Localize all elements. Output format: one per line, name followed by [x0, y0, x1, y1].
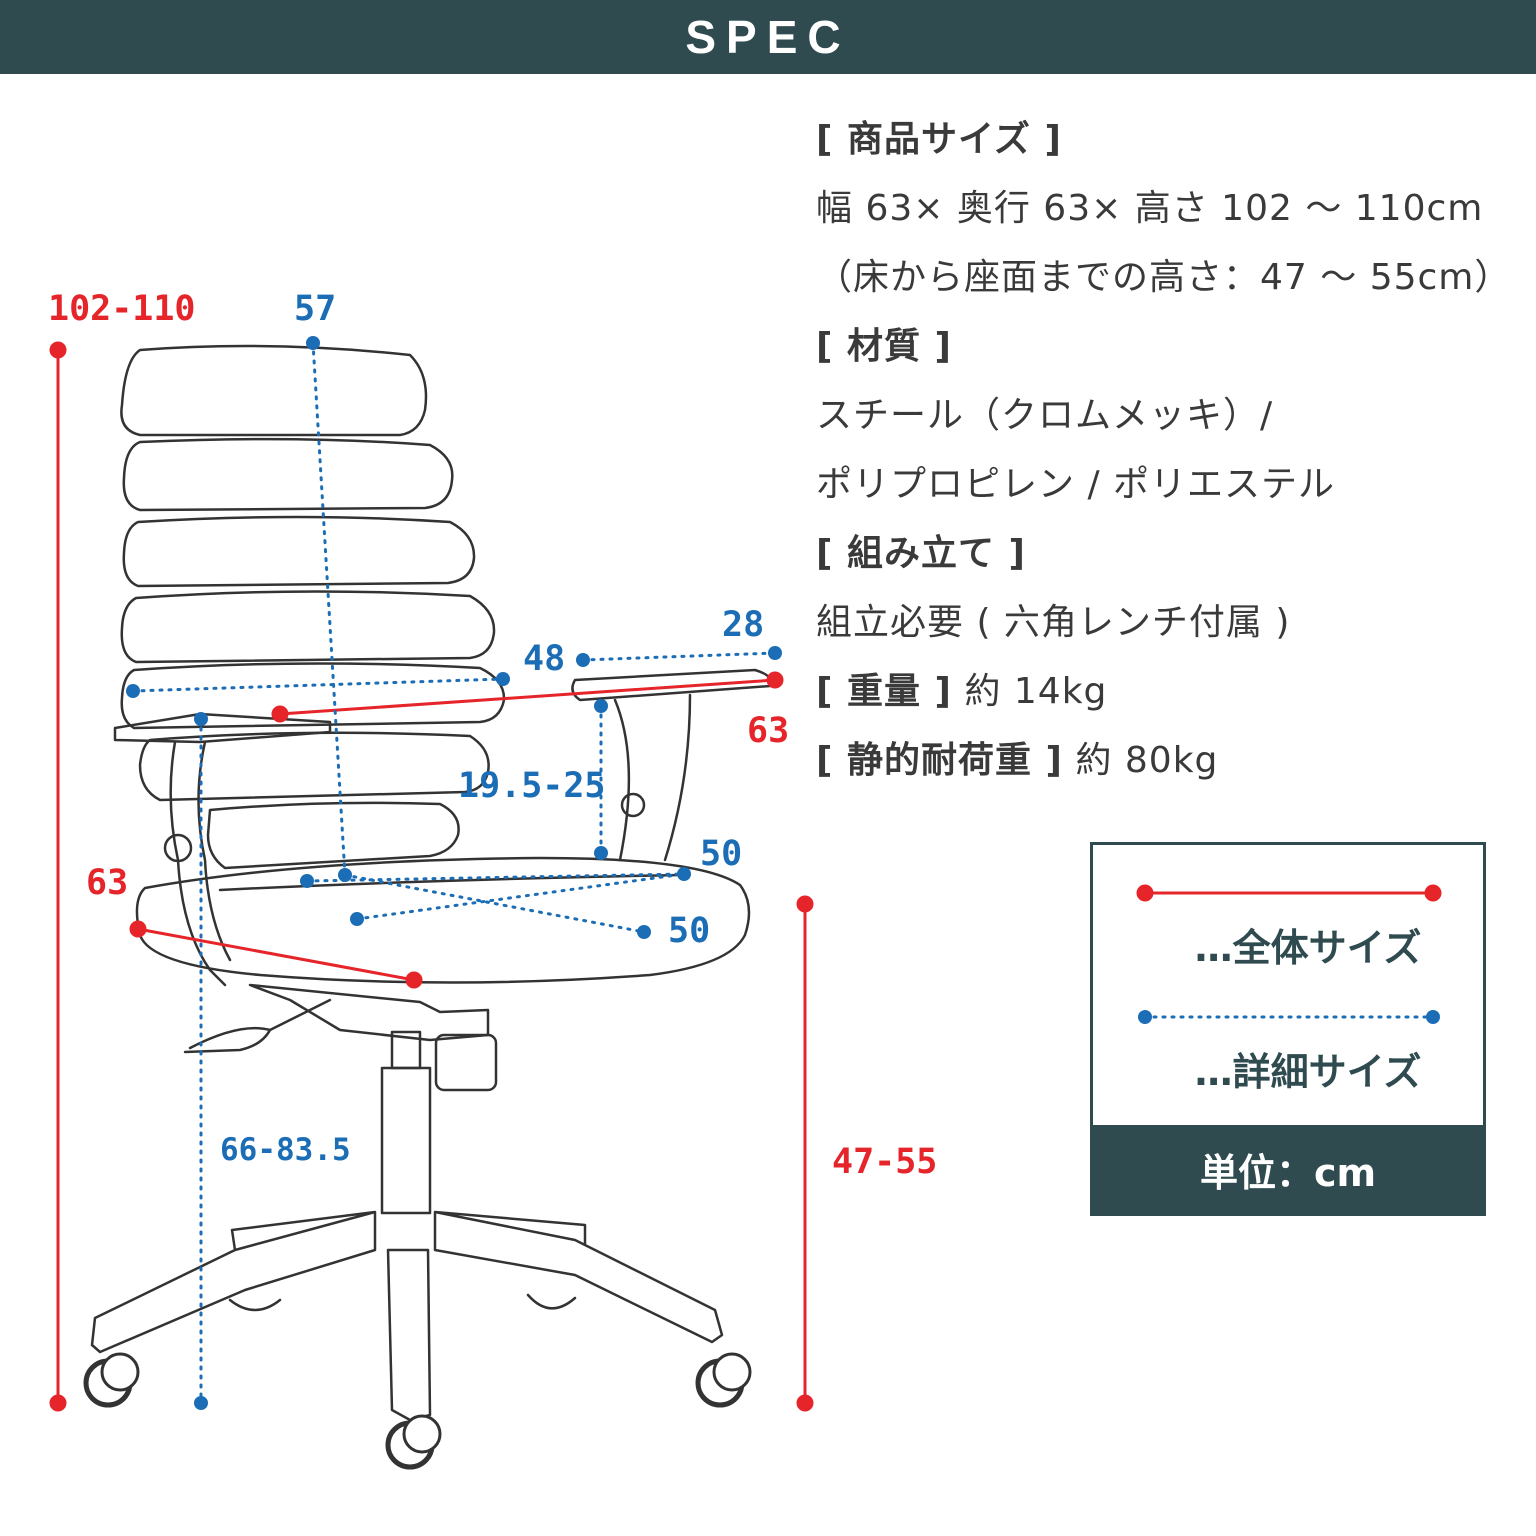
chair-drawing [90, 344, 773, 1422]
material-line-1: スチール（クロムメッキ）/ [816, 395, 1274, 436]
label-back-height: 57 [294, 289, 336, 329]
label-arm-width: 28 [722, 605, 764, 645]
seat-height-note: （床から座面までの高さ：47 ～ 55cm） [816, 257, 1512, 298]
label-arm-length: 48 [523, 639, 565, 679]
size-heading: [ 商品サイズ ] [816, 119, 1062, 160]
header-bar: SPEC [0, 0, 1536, 74]
label-seat-height: 47-55 [832, 1142, 937, 1182]
assembly-value: 組立必要 ( 六角レンチ付属 ) [816, 602, 1291, 643]
load-value: 約 80kg [1075, 740, 1219, 781]
label-overall-height: 102-110 [48, 289, 196, 329]
seat-mechanism [248, 983, 490, 1042]
load-heading: [ 静的耐荷重 ] [816, 740, 1063, 781]
right-arm-post [613, 693, 692, 862]
back-pad-6 [206, 801, 460, 870]
label-seat-depth: 50 [668, 911, 710, 951]
legend-overall-line [1136, 884, 1442, 902]
header-title: SPEC [685, 11, 851, 63]
label-armrest-height: 19.5-25 [458, 766, 606, 806]
legend-detail-line [1138, 1010, 1440, 1024]
weight-row: [ 重量 ] 約 14kg [816, 664, 1531, 733]
label-armrest-floor-height: 66-83.5 [220, 1132, 351, 1168]
chair-diagram: 102-110 57 28 48 63 19.5-25 50 63 50 66-… [48, 289, 937, 1470]
detail-dimension-lines [131, 341, 777, 1405]
tilt-lever [183, 998, 332, 1054]
material-line-2: ポリプロピレン / ポリエステル [816, 464, 1336, 505]
legend-box: …全体サイズ …詳細サイズ 単位：cm [1090, 842, 1486, 1216]
label-total-width: 63 [86, 863, 128, 903]
legend-lines [1136, 884, 1442, 1024]
legend-unit-label: 単位：cm [1093, 1125, 1483, 1213]
legend-detail-label: …詳細サイズ [1194, 1050, 1422, 1094]
headrest [120, 344, 428, 437]
seat [135, 856, 751, 984]
spec-list: [ 商品サイズ ] 幅 63× 奥行 63× 高さ 102 ～ 110cm （床… [816, 112, 1531, 802]
label-seat-width: 50 [700, 834, 742, 874]
label-total-depth: 63 [747, 711, 789, 751]
back-pad-2 [122, 515, 476, 588]
size-value: 幅 63× 奥行 63× 高さ 102 ～ 110cm [816, 188, 1484, 229]
assembly-heading: [ 組み立て ] [816, 533, 1026, 574]
right-armrest-pad [571, 668, 773, 702]
tension-knob [434, 1033, 498, 1092]
back-pad-1 [122, 437, 454, 512]
detail-dimension-points [126, 336, 782, 1410]
material-heading: [ 材質 ] [816, 326, 952, 367]
overall-dimension-lines [49, 341, 814, 1412]
weight-value: 約 14kg [964, 671, 1108, 712]
weight-heading: [ 重量 ] [816, 671, 952, 712]
load-row: [ 静的耐荷重 ] 約 80kg [816, 733, 1531, 802]
casters [83, 1352, 752, 1470]
back-pad-3 [120, 590, 496, 664]
legend-overall-label: …全体サイズ [1194, 926, 1422, 970]
star-base [90, 1210, 724, 1422]
